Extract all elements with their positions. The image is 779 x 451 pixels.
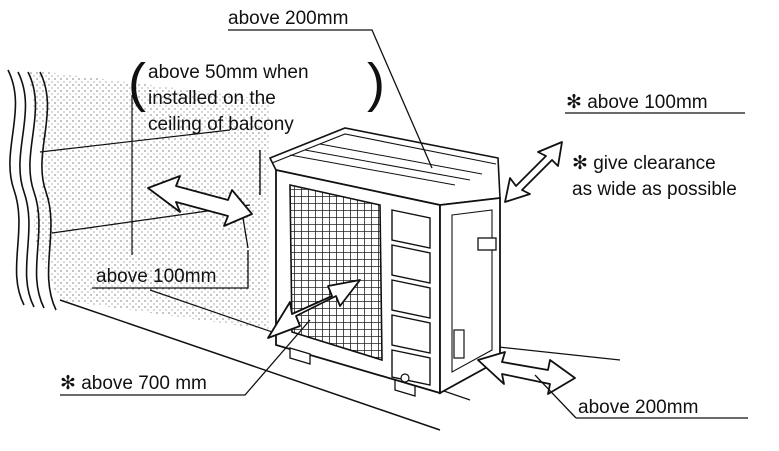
- balcony-note-close-paren: ): [367, 53, 385, 113]
- outdoor-unit: [268, 127, 501, 397]
- label-front-clearance: ✻ above 700 mm: [60, 373, 207, 394]
- label-top-clearance: above 200mm: [228, 8, 349, 29]
- left-clearance-arrow: [147, 175, 253, 227]
- label-back-clearance: above 200mm: [578, 397, 699, 418]
- balcony-note-open-paren: (: [128, 53, 146, 113]
- label-left-clearance: above 100mm: [96, 266, 217, 287]
- front-clearance-arrow: [267, 279, 361, 339]
- label-right-clearance: ✻ above 100mm: [566, 92, 708, 113]
- wall: [7, 69, 270, 330]
- clearance-arrows: [147, 141, 576, 395]
- back-clearance-arrow: [477, 351, 576, 395]
- label-wide-clearance-note: ✻ give clearance as wide as possible: [572, 153, 737, 200]
- label-balcony-note: above 50mm when installed on the ceiling…: [148, 62, 309, 135]
- right-clearance-arrow: [504, 141, 563, 203]
- leader-lines: [60, 29, 748, 419]
